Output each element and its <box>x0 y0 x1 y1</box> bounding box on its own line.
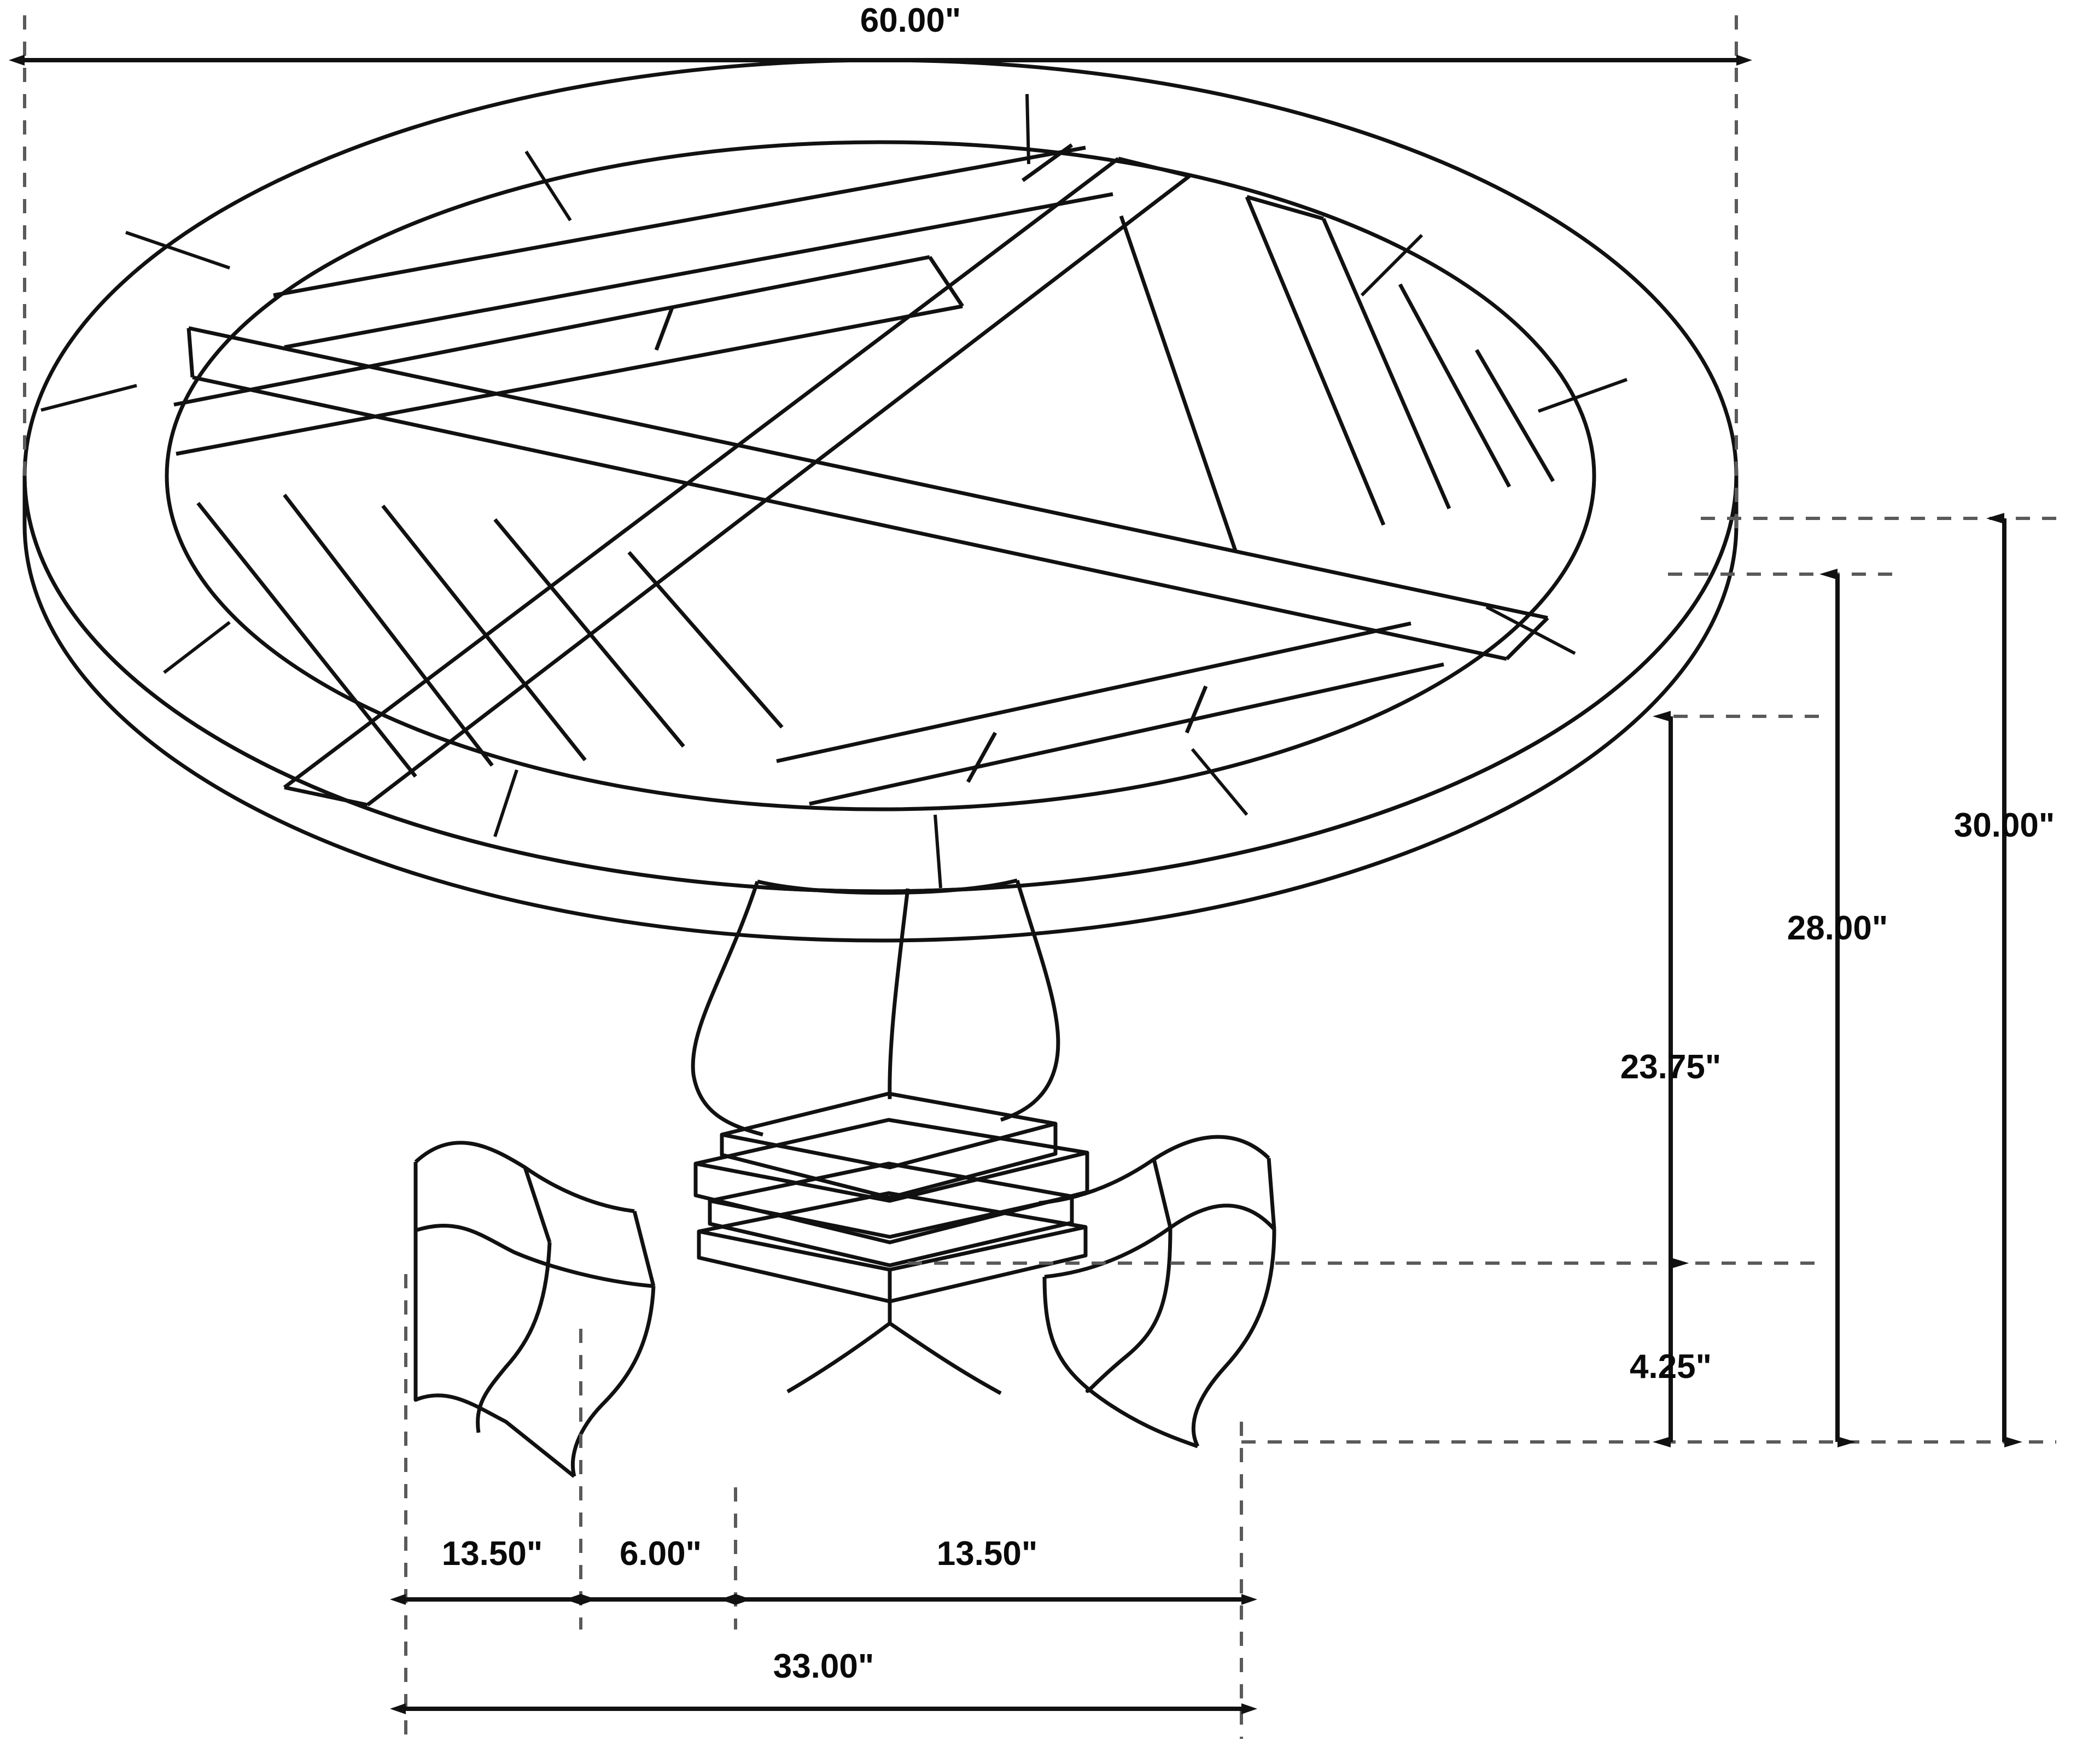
pedestal-feet <box>413 1135 1276 1478</box>
label-pedestal-height: 23.75" <box>1620 1048 1722 1086</box>
foot-front-left <box>413 1230 656 1478</box>
table-top-assembly <box>22 58 1739 943</box>
label-top-diameter: 60.00" <box>860 2 961 39</box>
label-foot-height: 4.25" <box>1630 1348 1712 1386</box>
tabletop-plank-pattern <box>173 143 1555 807</box>
label-base-span: 33.00" <box>773 1648 874 1685</box>
foot-front-right <box>1042 1227 1276 1449</box>
tabletop-inner-ring <box>165 140 1596 811</box>
foot-rear-left <box>413 1141 656 1288</box>
label-foot-right-span: 13.50" <box>937 1535 1038 1573</box>
label-overall-height: 30.00" <box>1954 807 2055 844</box>
pedestal-column <box>691 878 1060 1137</box>
label-apron-height: 28.00" <box>1787 909 1888 947</box>
label-foot-left-span: 13.50" <box>442 1535 543 1573</box>
rim-segment-joints <box>40 94 1628 889</box>
label-pedestal-width: 6.00" <box>620 1535 702 1573</box>
dimension-lines <box>9 55 2022 1714</box>
